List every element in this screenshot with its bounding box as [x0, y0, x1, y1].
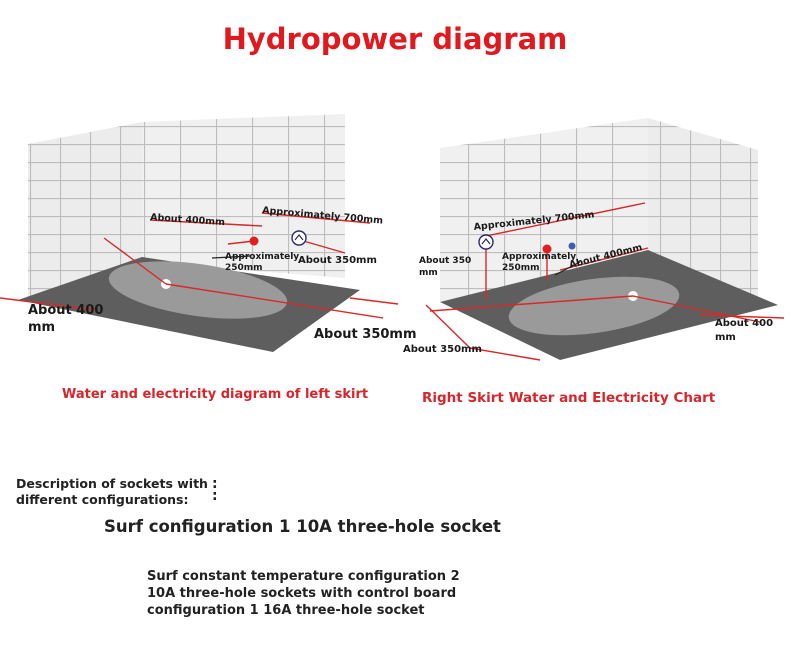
left-label-approx-250-b: 250mm: [225, 263, 263, 273]
left-basin: [108, 261, 288, 319]
right-label-about-350-bottom: About 350mm: [403, 344, 482, 355]
left-label-about-400-left-b: mm: [28, 320, 55, 335]
left-label-approx-250-a: Approximately: [225, 252, 299, 262]
socket-config-line-1: Surf configuration 1 10A three-hole sock…: [104, 517, 501, 536]
right-label-about-350-left-a: About 350: [419, 256, 471, 266]
right-label-approx-250-b: 250mm: [502, 263, 540, 273]
socket-config-line-2: Surf constant temperature configuration …: [147, 569, 460, 618]
right-faucet-icon: [478, 234, 494, 250]
right-label-about-400-right-a: About 400: [715, 318, 773, 329]
left-diagram-caption: Water and electricity diagram of left sk…: [62, 387, 369, 402]
left-leader-line: [211, 255, 251, 259]
right-dimension-lines: [425, 202, 785, 361]
description-colon: : :: [212, 476, 218, 504]
left-label-about-350-bottom: About 350mm: [314, 327, 417, 342]
diagram-title: Hydropower diagram: [222, 22, 568, 56]
left-label-about-400-left-a: About 400: [28, 303, 103, 318]
right-skirt-diagram: Approximately 700mm About 350 mm Approxi…: [403, 118, 785, 361]
left-faucet-icon: [291, 230, 307, 246]
left-skirt-diagram: About 400mm Approximately 700mm Approxim…: [0, 114, 417, 352]
right-label-approx-250-a: Approximately: [502, 252, 576, 262]
socket-description-label: Description of sockets with different co…: [16, 476, 208, 507]
right-diagram-caption: Right Skirt Water and Electricity Chart: [422, 390, 716, 406]
left-red-marker: [249, 236, 259, 246]
right-label-about-350-left-b: mm: [419, 268, 438, 278]
right-side-wall: [648, 118, 758, 303]
right-blue-marker: [568, 242, 576, 250]
left-side-wall: [28, 122, 142, 300]
right-back-wall: [440, 118, 648, 302]
left-dimension-lines: [0, 212, 399, 319]
right-red-marker: [542, 244, 552, 254]
left-label-about-350-mid: About 350mm: [298, 255, 377, 266]
right-basin: [508, 276, 680, 336]
right-leader-line: [554, 261, 581, 276]
right-label-about-400-right-b: mm: [715, 332, 736, 343]
left-label-about-400-top: About 400mm: [150, 212, 226, 228]
